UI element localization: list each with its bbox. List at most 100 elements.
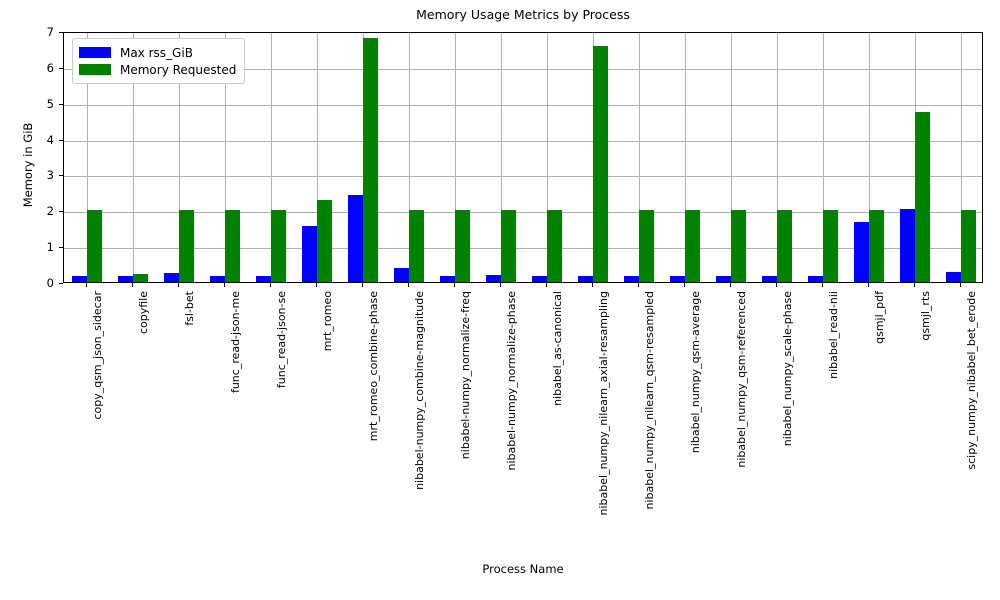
bar-max-rss <box>577 276 593 282</box>
gridline-horizontal <box>64 248 982 250</box>
x-tick-label: scipy_numpy_nibabel_bet_erode <box>965 291 978 470</box>
bar-max-rss <box>485 275 501 282</box>
bar-memory-requested <box>317 200 333 282</box>
bar-memory-requested <box>455 210 471 282</box>
gridline-vertical <box>777 33 778 282</box>
gridline-vertical <box>225 33 226 282</box>
y-tick-label: 7 <box>46 25 54 39</box>
legend-label-max-rss: Max rss_GiB <box>120 45 193 60</box>
gridline-vertical <box>501 33 502 282</box>
bar-max-rss <box>899 208 915 282</box>
x-tick-mark <box>362 283 363 287</box>
bar-max-rss <box>163 273 179 282</box>
bar-memory-requested <box>639 210 655 282</box>
bar-memory-requested <box>409 210 425 282</box>
x-tick-label: nibabel_as-canonical <box>551 291 564 406</box>
x-tick-label: copy_qsm_json_sidecar <box>91 291 104 420</box>
bar-memory-requested <box>593 46 609 282</box>
x-tick-label: qsmjl_rts <box>919 291 932 341</box>
bar-max-rss <box>807 276 823 282</box>
gridline-vertical <box>547 33 548 282</box>
gridline-vertical <box>869 33 870 282</box>
bar-max-rss <box>209 276 225 282</box>
gridline-vertical <box>133 33 134 282</box>
gridline-vertical <box>87 33 88 282</box>
x-tick-mark <box>592 283 593 287</box>
bar-max-rss <box>117 276 133 282</box>
x-tick-label: nibabel_numpy_scale-phase <box>781 291 794 447</box>
legend-swatch-max-rss <box>79 47 111 58</box>
x-tick-mark <box>454 283 455 287</box>
bar-memory-requested <box>731 210 747 282</box>
x-tick-label: nibabel_numpy_qsm-average <box>689 291 702 454</box>
y-tick-label: 6 <box>46 60 54 75</box>
x-tick-mark <box>776 283 777 287</box>
x-tick-label: fsl-bet <box>183 291 196 326</box>
bar-max-rss <box>301 226 317 282</box>
y-tick-label: 5 <box>46 96 54 111</box>
x-tick-mark <box>132 283 133 287</box>
y-tick-mark <box>59 211 63 213</box>
x-tick-mark <box>684 283 685 287</box>
gridline-horizontal <box>64 68 982 70</box>
x-tick-label: mrt_romeo <box>321 291 334 352</box>
x-tick-label: nibabel_read-nii <box>827 291 840 379</box>
x-tick-label: nibabel-numpy_normalize-freq <box>459 291 472 460</box>
bar-memory-requested <box>501 210 517 282</box>
gridline-vertical <box>685 33 686 282</box>
bar-memory-requested <box>685 210 701 282</box>
chart-title: Memory Usage Metrics by Process <box>416 7 630 22</box>
x-tick-mark <box>730 283 731 287</box>
plot-area <box>63 32 983 283</box>
bar-memory-requested <box>915 111 931 282</box>
bar-max-rss <box>439 276 455 282</box>
bar-memory-requested <box>961 210 977 282</box>
y-tick-mark <box>59 139 63 141</box>
bar-max-rss <box>853 222 869 282</box>
bar-max-rss <box>531 276 547 282</box>
legend-swatch-memory-requested <box>79 64 111 75</box>
gridline-vertical <box>179 33 180 282</box>
x-tick-mark <box>960 283 961 287</box>
x-tick-mark <box>178 283 179 287</box>
bar-max-rss <box>669 276 685 282</box>
x-tick-label: func_read-json-se <box>275 291 288 389</box>
x-tick-mark <box>546 283 547 287</box>
bar-max-rss <box>255 276 271 282</box>
x-tick-mark <box>224 283 225 287</box>
bar-max-rss <box>945 271 961 282</box>
bar-max-rss <box>71 276 87 282</box>
y-tick-label: 3 <box>46 168 54 183</box>
x-tick-label: nibabel-numpy_normalize-phase <box>505 291 518 471</box>
y-tick-label: 4 <box>46 132 54 147</box>
x-tick-mark <box>638 283 639 287</box>
gridline-vertical <box>823 33 824 282</box>
x-tick-mark <box>868 283 869 287</box>
bar-memory-requested <box>225 210 241 282</box>
x-tick-label: copyfile <box>137 291 150 335</box>
gridline-vertical <box>639 33 640 282</box>
bar-memory-requested <box>133 274 149 282</box>
y-tick-mark <box>59 67 63 69</box>
bar-max-rss <box>623 276 639 282</box>
bar-memory-requested <box>363 38 379 282</box>
gridline-vertical <box>731 33 732 282</box>
x-axis-label: Process Name <box>482 562 564 576</box>
bar-memory-requested <box>271 210 287 282</box>
bar-memory-requested <box>823 210 839 282</box>
y-tick-label: 1 <box>46 240 54 255</box>
gridline-horizontal <box>64 140 982 142</box>
x-tick-mark <box>822 283 823 287</box>
x-tick-mark <box>270 283 271 287</box>
x-tick-label: nibabel_numpy_nilearn_axial-resampling <box>597 291 610 516</box>
x-tick-label: qsmjl_pdf <box>873 291 886 344</box>
x-tick-label: mrt_romeo_combine-phase <box>367 291 380 442</box>
bar-max-rss <box>715 276 731 282</box>
bar-max-rss <box>393 267 409 282</box>
bar-memory-requested <box>547 210 563 282</box>
x-tick-mark <box>914 283 915 287</box>
x-tick-mark <box>86 283 87 287</box>
y-tick-mark <box>59 175 63 177</box>
x-tick-label: nibabel-numpy_combine-magnitude <box>413 291 426 490</box>
